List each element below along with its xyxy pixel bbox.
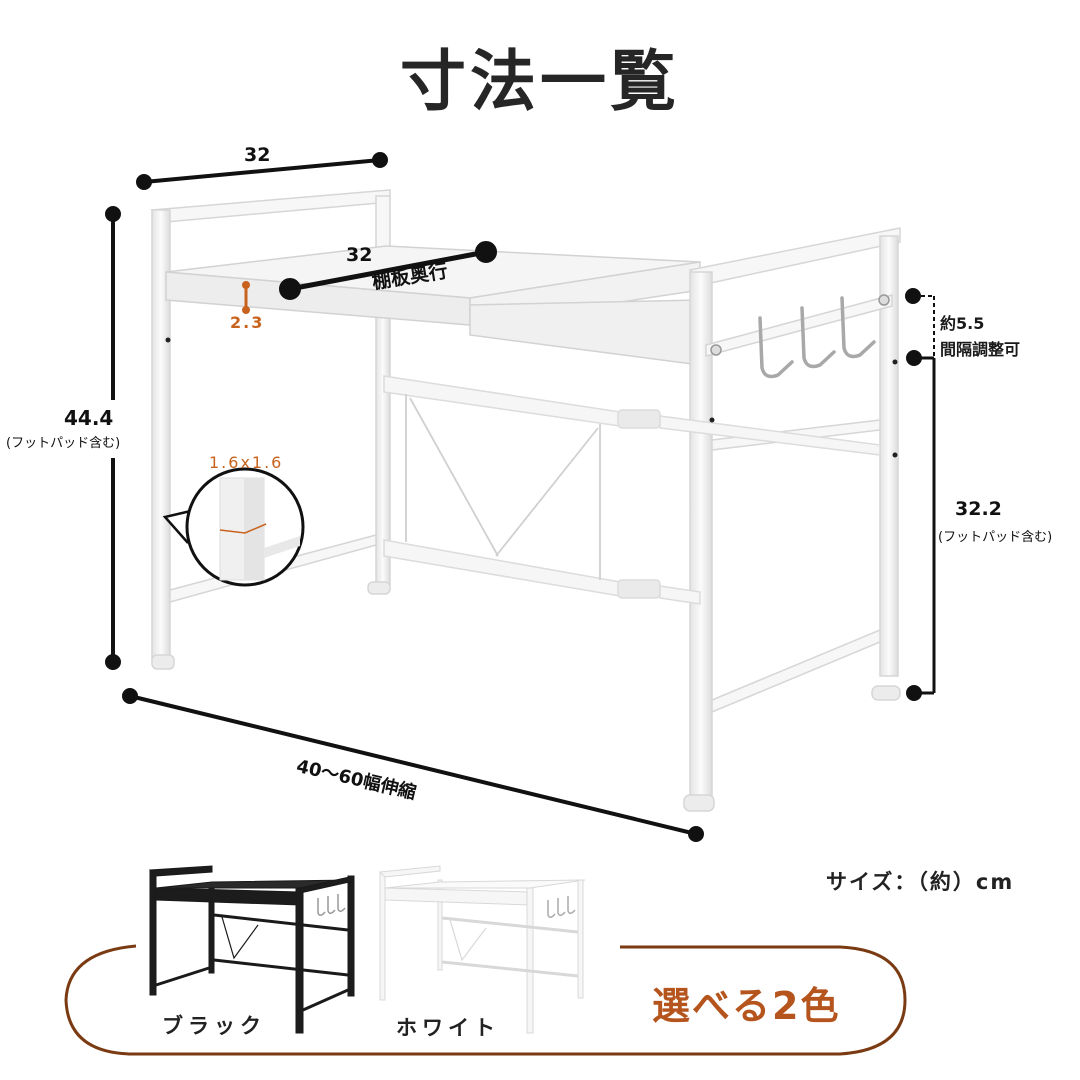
left-frame [150,189,391,670]
hook-gap-label: 間隔調整可 [940,340,1021,359]
telescoping-rods [383,375,881,605]
color-frame [64,944,907,1056]
color-option-black: ブラック [162,1014,266,1038]
total-height-value: 44.4 [64,406,114,430]
inner-height-value: 32.2 [955,498,1002,520]
leg-section-label: 1.6x1.6 [209,453,284,472]
size-unit-note: サイズ：（約）cm [826,870,1015,894]
page-title: 寸法一覧 [400,43,680,120]
top-depth-label: 32 [244,144,271,166]
choose-colors-heading: 選べる2色 [652,984,841,1028]
total-height-note: (フットパッド含む) [6,436,121,451]
thickness-marker [242,281,250,314]
dimension-lines [105,152,936,842]
black-shelf-thumbnail [148,865,355,1034]
shelf-depth-value: 32 [346,244,373,266]
color-option-white: ホワイト [396,1016,500,1040]
shelf-board [165,245,701,366]
right-frame [683,227,901,812]
shelf-thickness-label: 2.3 [230,313,265,332]
cross-brace [405,394,601,580]
hooks-icon [758,296,876,379]
white-shelf-thumbnail [378,865,586,1034]
inner-height-note: (フットパッド含む) [938,530,1053,545]
hook-gap-value: 約5.5 [940,314,985,333]
leg-detail-magnifier [162,467,305,587]
